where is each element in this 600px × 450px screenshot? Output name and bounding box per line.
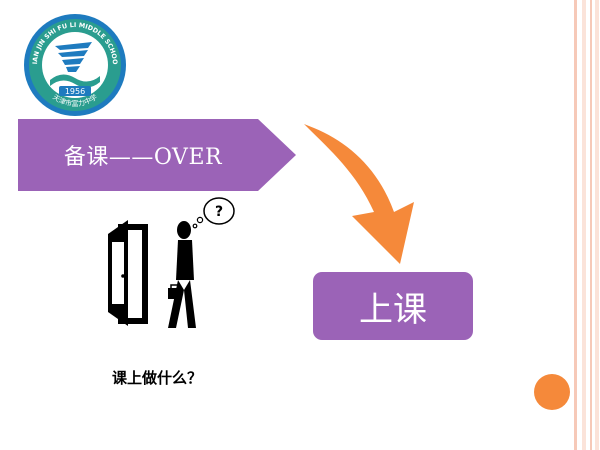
go-to-class-button[interactable]: 上课 xyxy=(313,272,473,340)
person-icon xyxy=(168,221,196,328)
school-logo: TIAN JIN SHI FU LI MIDDLE SCHOOL 天津市富力中学… xyxy=(22,12,126,116)
decor-stripe xyxy=(582,0,586,450)
banner-arrow-shape xyxy=(18,119,296,191)
school-emblem-icon xyxy=(50,42,100,88)
caption-text: 课上做什么？ xyxy=(112,369,203,387)
decor-stripe xyxy=(590,0,592,450)
curved-arrow-icon xyxy=(304,124,414,264)
decor-stripe xyxy=(574,0,577,450)
decor-stripe xyxy=(595,0,599,450)
banner-label: 备课——OVER xyxy=(63,145,223,170)
orange-dot xyxy=(534,374,570,410)
person-at-door-illustration: ? xyxy=(108,197,235,328)
door-icon xyxy=(108,220,148,326)
logo-year: 1956 xyxy=(65,87,85,96)
question-mark: ? xyxy=(215,204,223,220)
thought-bubble-icon: ? xyxy=(192,197,235,229)
